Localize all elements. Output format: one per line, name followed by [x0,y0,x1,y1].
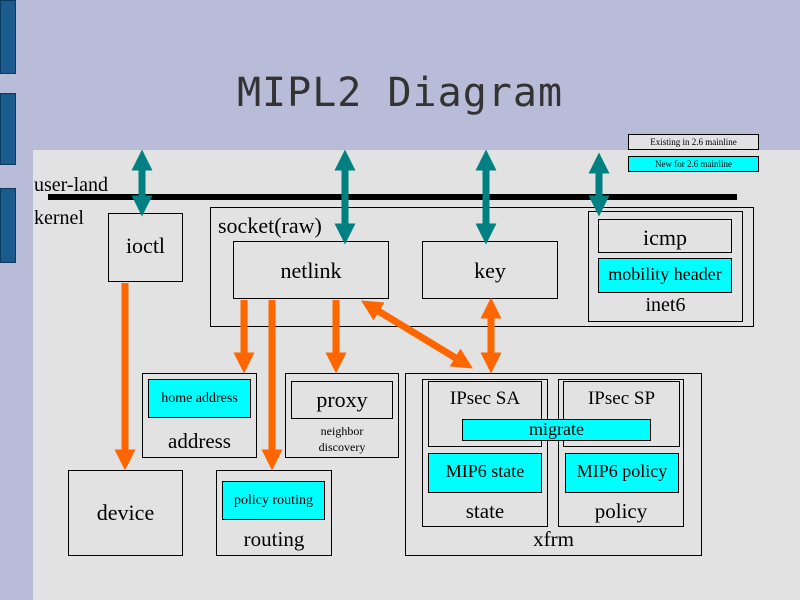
orange-arrow-netlink-xfrm [361,300,473,369]
address-label: address [168,429,231,453]
mip6-policy-box [565,453,679,493]
ioctl-label: ioctl [125,233,166,258]
legend-new: New for 2.6 mainline [628,156,759,172]
mip6-state-box [428,453,542,493]
side-tab [0,93,16,165]
xfrm-label: xfrm [533,527,574,551]
key-box [422,241,558,299]
proxy-label: proxy [316,387,368,412]
side-tab [0,188,16,263]
netlink-box [233,241,389,299]
mobility-header-label: mobility header [608,264,722,284]
icmp-label: icmp [643,225,687,250]
legend-existing: Existing in 2.6 mainline [628,134,759,150]
netlink-label: netlink [280,258,342,283]
user-land-label: user-land [34,174,109,196]
side-tab [0,0,16,74]
kernel-label: kernel [34,207,84,229]
ipsec-sp-label: IPsec SP [587,388,656,409]
policy-label: policy [594,499,648,523]
mobility-header-box [598,258,732,293]
icmp-box [598,219,732,253]
device-label: device [96,500,155,525]
mip6-state-label: MIP6 state [445,461,525,481]
page-title: MIPL2 Diagram [236,70,564,116]
routing-label: routing [243,527,305,551]
home-address-label: home address [161,391,238,406]
migrate-box [462,419,651,441]
migrate-label: migrate [529,419,584,439]
ipsec-sa-label: IPsec SA [449,388,521,409]
home-address-box [148,379,251,418]
mip6-policy-label: MIP6 policy [576,461,668,481]
device-box [68,470,183,556]
state-label: state [465,499,505,523]
policy-routing-label: policy routing [234,493,313,508]
neighbor-discovery-label: neighbor discovery [318,424,366,454]
policy-routing-box [222,481,325,520]
key-label: key [474,258,506,283]
ioctl-box [108,213,183,282]
socket-raw-label: socket(raw) [218,213,322,238]
proxy-box [291,381,393,419]
inet6-label: inet6 [645,294,686,316]
